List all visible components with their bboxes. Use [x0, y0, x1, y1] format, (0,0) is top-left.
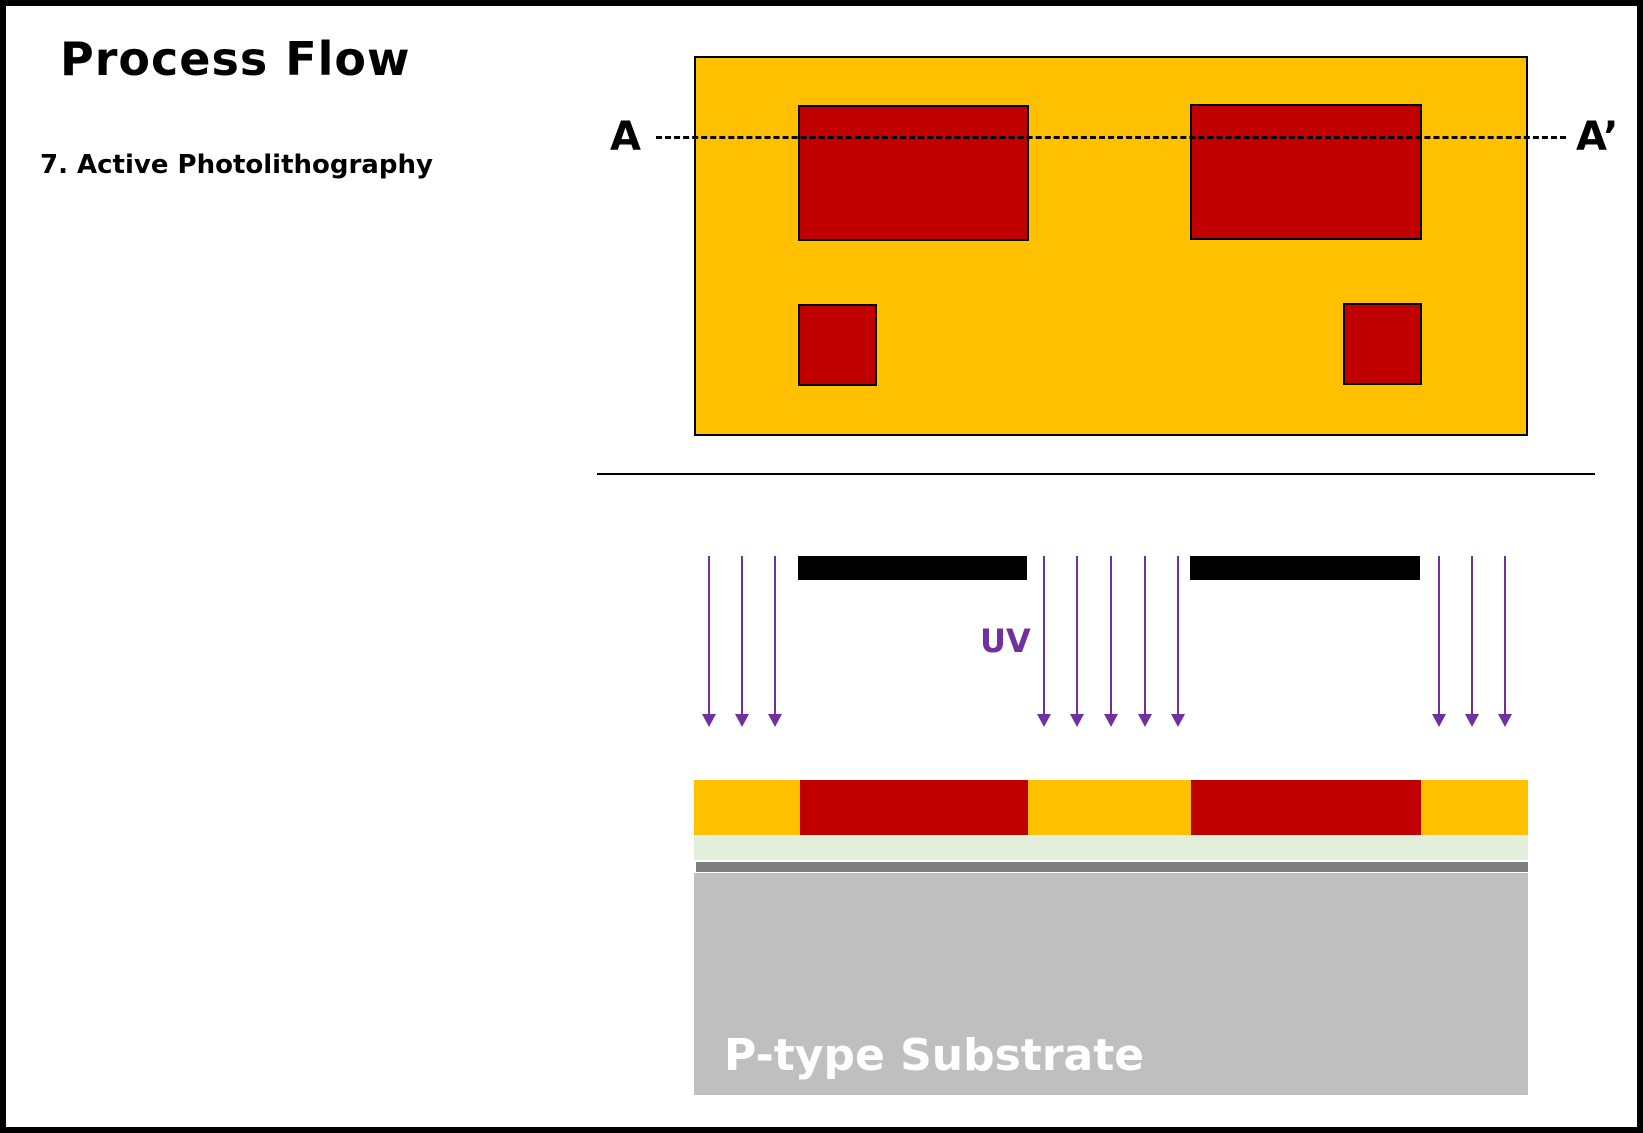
substrate-label: P-type Substrate: [724, 1030, 1145, 1081]
uv-arrow: [1037, 556, 1051, 728]
page-title: Process Flow: [60, 32, 411, 86]
view-divider: [597, 473, 1595, 475]
uv-arrow: [1432, 556, 1446, 728]
top-view-contact-right: [1343, 303, 1422, 385]
substrate: [694, 873, 1528, 1095]
uv-arrow: [1171, 556, 1185, 728]
uv-arrow: [768, 556, 782, 728]
uv-label: UV: [980, 622, 1031, 660]
section-cut-line: [656, 136, 1566, 139]
uv-arrow: [1070, 556, 1084, 728]
photomask-block-right: [1190, 556, 1420, 580]
uv-arrow: [735, 556, 749, 728]
uv-arrow: [1104, 556, 1118, 728]
photoresist-exposed-segment: [694, 780, 800, 835]
step-title: 7. Active Photolithography: [40, 150, 433, 180]
nitride-layer: [696, 862, 1528, 872]
photoresist-exposed-segment: [1421, 780, 1528, 835]
section-label-end: A’: [1576, 114, 1619, 160]
pad-oxide-layer: [694, 835, 1528, 860]
top-view-contact-left: [798, 304, 877, 386]
uv-arrow: [1465, 556, 1479, 728]
uv-arrow: [1138, 556, 1152, 728]
uv-arrow: [702, 556, 716, 728]
photoresist-masked-segment: [800, 780, 1028, 835]
photoresist-masked-segment: [1191, 780, 1421, 835]
uv-arrow: [1498, 556, 1512, 728]
section-label-start: A: [610, 114, 641, 160]
top-view-active-region-left: [798, 105, 1029, 241]
photomask-block-left: [798, 556, 1027, 580]
top-view-active-region-right: [1190, 104, 1422, 240]
photoresist-exposed-segment: [1028, 780, 1191, 835]
